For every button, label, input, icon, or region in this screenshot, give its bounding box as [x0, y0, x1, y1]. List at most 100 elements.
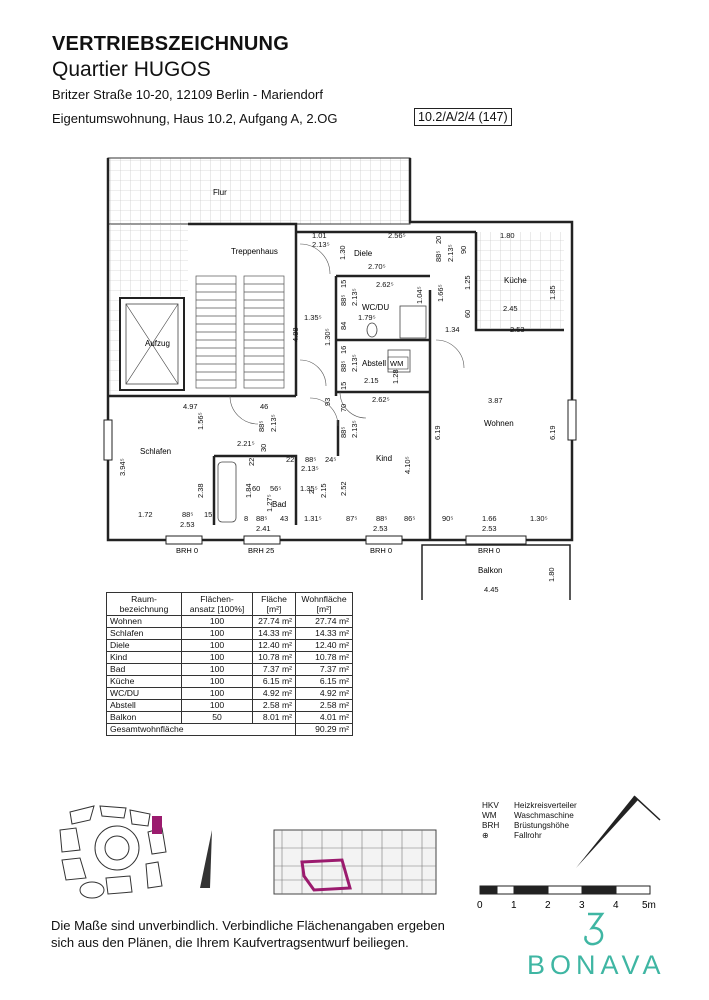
dim: 15 [204, 510, 212, 519]
dim: 60 [463, 310, 472, 318]
project-name: Quartier HUGOS [52, 58, 211, 81]
dim: 60 [252, 484, 260, 493]
dim: 1.34 [445, 325, 460, 334]
dim: 1.66 [482, 514, 497, 523]
dim: 2.41 [256, 524, 271, 533]
dim: 88⁵ [339, 361, 348, 372]
bonava-logo-icon [584, 912, 605, 946]
dim: 1.35⁵ [300, 484, 318, 493]
dim: 2.52 [339, 481, 348, 496]
dim: 87⁵ [346, 514, 357, 523]
dim: 3.94⁵ [118, 458, 127, 476]
cell: Balkon [106, 711, 182, 724]
cell: 2.58 m² [295, 699, 353, 712]
dim: 4.45 [484, 585, 499, 594]
scale-label: 1 [511, 900, 517, 911]
brh-label: BRH 0 [478, 546, 500, 555]
dim: 24⁵ [325, 455, 336, 464]
room-treppenhaus: Treppenhaus [231, 247, 278, 256]
cell: 100 [181, 639, 253, 652]
dim: 30 [259, 444, 268, 452]
dim: 2.13⁵ [446, 244, 455, 262]
dim: 1.04⁵ [415, 286, 424, 304]
dim: 6.19 [433, 425, 442, 440]
dim: 1.84 [244, 483, 253, 498]
disclaimer: Die Maße sind unverbindlich. Verbindlich… [51, 917, 445, 951]
dim: 88⁵ [376, 514, 387, 523]
dim: 2.13⁵ [312, 240, 330, 249]
dim: 1.27⁵ [265, 494, 274, 512]
cell: 10.78 m² [295, 651, 353, 664]
dim: 2.15 [364, 376, 379, 385]
dim: 2.15 [319, 483, 328, 498]
dim: 20 [434, 236, 443, 244]
dim: 2.13⁵ [301, 464, 319, 473]
cell: 27.74 m² [252, 615, 296, 628]
dim: 2 [307, 490, 316, 494]
header-ansatz: Flächen- ansatz [100%] [181, 592, 253, 616]
dim: 22⁵ [286, 455, 297, 464]
dim: 1.31⁵ [304, 514, 322, 523]
dim: 1.66⁵ [436, 284, 445, 302]
dim: 22 [247, 458, 256, 466]
dim: 84 [339, 322, 348, 330]
scale-label: 5m [642, 900, 656, 911]
legend-key: HKV [482, 801, 499, 810]
room-schlafen: Schlafen [140, 447, 171, 456]
dim: 1.35⁵ [304, 313, 322, 322]
scale-label: 4 [613, 900, 619, 911]
cell: Schlafen [106, 627, 182, 640]
room-wm: WM [390, 359, 403, 368]
dim: 88⁵ [434, 251, 443, 262]
dim: 4.97 [183, 402, 198, 411]
room-kind: Kind [376, 454, 392, 463]
header-wohnflaeche: Wohnfläche [m²] [295, 592, 353, 616]
cell: 100 [181, 687, 253, 700]
dim: 88⁵ [182, 510, 193, 519]
room-wcdu: WC/DU [362, 303, 389, 312]
dim: 1.28 [391, 369, 400, 384]
cell: 12.40 m² [295, 639, 353, 652]
document-title: VERTRIEBSZEICHNUNG [52, 33, 289, 55]
cell: 100 [181, 651, 253, 664]
dim: 16 [339, 346, 348, 354]
cell: 12.40 m² [252, 639, 296, 652]
legend-value: Brüstungshöhe [514, 821, 570, 830]
scale-label: 2 [545, 900, 551, 911]
brh-label: BRH 25 [248, 546, 274, 555]
legend-key: BRH [482, 821, 500, 830]
dim: 56⁵ [270, 484, 281, 493]
cell: 6.15 m² [295, 675, 353, 688]
dim: 2.38 [196, 483, 205, 498]
cell: 4.92 m² [295, 687, 353, 700]
cell: 4.92 m² [252, 687, 296, 700]
north-arrow-icon [576, 795, 661, 868]
dim: 88⁵ [305, 455, 316, 464]
cell: Wohnen [106, 615, 182, 628]
dim: 1.25 [463, 275, 472, 290]
header-flaeche-text: Fläche [m²] [261, 594, 287, 614]
cell: 100 [181, 663, 253, 676]
dim: 4.10⁵ [403, 456, 412, 474]
unit-code: 10.2/A/2/4 (147) [414, 108, 512, 126]
scale-label: 3 [579, 900, 585, 911]
dim: 4.88 [291, 327, 300, 342]
cell: 100 [181, 699, 253, 712]
dim: 2.53 [510, 325, 525, 334]
dim: 2.53 [180, 520, 195, 529]
unit-description: Eigentumswohnung, Haus 10.2, Aufgang A, … [52, 111, 338, 126]
dim: 2.70⁵ [368, 262, 386, 271]
cell: Diele [106, 639, 182, 652]
dim: 86⁵ [404, 514, 415, 523]
dim: 15 [339, 280, 348, 288]
room-flur: Flur [213, 188, 227, 197]
header-ansatz-text: Flächen- ansatz [100%] [189, 594, 245, 614]
legend-value: Fallrohr [514, 831, 542, 840]
cell: 10.78 m² [252, 651, 296, 664]
dim: 43 [280, 514, 288, 523]
dim: 6.19 [548, 425, 557, 440]
